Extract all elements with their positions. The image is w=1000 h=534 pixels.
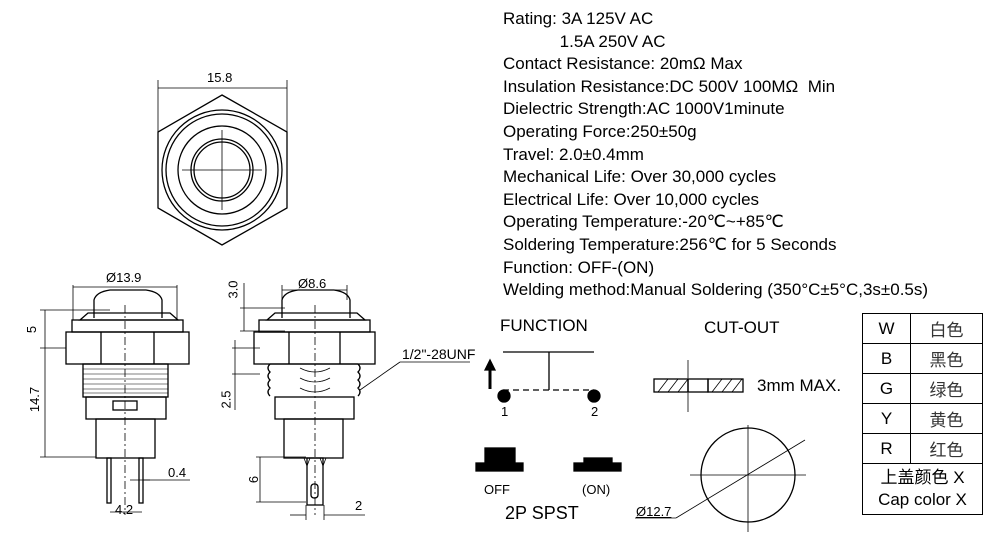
spec-travel: Travel: 2.0±0.4mm bbox=[503, 144, 644, 164]
panel-thickness-label: 3mm MAX. bbox=[757, 376, 842, 395]
dim-pin-spacing: 4.2 bbox=[115, 502, 134, 517]
color-name: 黄色 bbox=[910, 403, 983, 434]
dim-thread-length: 2.5 bbox=[218, 390, 234, 409]
color-name: 黑色 bbox=[910, 343, 983, 374]
pin-1-label: 1 bbox=[501, 404, 509, 419]
color-name: 红色 bbox=[910, 433, 983, 464]
spec-rating-2: 1.5A 250V AC bbox=[503, 31, 666, 51]
dim-pin-width: 2 bbox=[355, 498, 363, 513]
color-code: R bbox=[862, 433, 911, 464]
function-schematic bbox=[475, 351, 622, 472]
spec-dielectric-strength: Dielectric Strength:AC 1000V1minute bbox=[503, 99, 785, 119]
cutout-drawing bbox=[635, 360, 806, 532]
dim-cap-height: 5 bbox=[24, 325, 40, 334]
dim-hex-width: 15.8 bbox=[207, 70, 233, 85]
color-code: W bbox=[862, 313, 911, 344]
on-label: (ON) bbox=[582, 482, 611, 497]
color-code: G bbox=[862, 373, 911, 404]
dim-button-dia: Ø8.6 bbox=[298, 276, 327, 291]
color-name: 绿色 bbox=[910, 373, 983, 404]
dim-button-height: 3.0 bbox=[225, 280, 241, 299]
cap-color-note-cn: 上盖颜色 X bbox=[880, 468, 965, 487]
color-code: Y bbox=[862, 403, 911, 434]
function-title: FUNCTION bbox=[500, 316, 588, 335]
cap-color-note-en: Cap color X bbox=[878, 490, 967, 509]
spec-operating-force: Operating Force:250±50g bbox=[503, 121, 697, 141]
dim-body-height: 14.7 bbox=[27, 386, 43, 413]
dim-pin-length: 6 bbox=[246, 475, 262, 484]
spec-rating: Rating: 3A 125V AC bbox=[503, 9, 654, 28]
color-code: B bbox=[862, 343, 911, 374]
spec-welding-method: Welding method:Manual Soldering (350°C±5… bbox=[503, 280, 929, 300]
side-view-left bbox=[40, 285, 190, 515]
dim-pin-thickness: 0.4 bbox=[168, 465, 187, 480]
spec-operating-temperature: Operating Temperature:-20℃~+85℃ bbox=[503, 212, 784, 232]
cutout-title: CUT-OUT bbox=[704, 318, 780, 337]
switch-type-label: 2P SPST bbox=[505, 503, 579, 523]
side-view-right bbox=[232, 283, 470, 520]
cutout-dia-label: Ø12.7 bbox=[636, 504, 672, 519]
table-note-row: 上盖颜色 X Cap color X bbox=[862, 463, 983, 515]
spec-electrical-life: Electrical Life: Over 10,000 cycles bbox=[503, 189, 760, 209]
spec-soldering-temperature: Soldering Temperature:256℃ for 5 Seconds bbox=[503, 234, 837, 254]
spec-contact-resistance: Contact Resistance: 20mΩ Max bbox=[503, 54, 743, 74]
dim-cap-dia: Ø13.9 bbox=[106, 270, 142, 285]
specifications-list: Rating: 3A 125V AC 1.5A 250V AC Contact … bbox=[503, 8, 928, 302]
top-view bbox=[157, 80, 288, 246]
spec-function: Function: OFF-(ON) bbox=[503, 257, 655, 277]
pin-2-label: 2 bbox=[591, 404, 599, 419]
spec-mechanical-life: Mechanical Life: Over 30,000 cycles bbox=[503, 167, 777, 187]
thread-spec-label: 1/2"-28UNF bbox=[402, 346, 476, 362]
off-label: OFF bbox=[484, 482, 510, 497]
spec-insulation-resistance: Insulation Resistance:DC 500V 100MΩ Min bbox=[503, 76, 836, 96]
color-name: 白色 bbox=[910, 313, 983, 344]
